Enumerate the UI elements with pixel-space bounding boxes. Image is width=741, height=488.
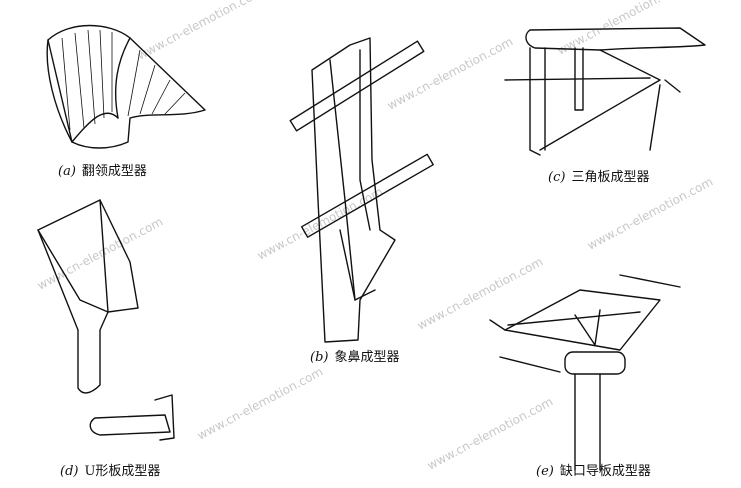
caption-a: (a) 翻领成型器 xyxy=(58,160,147,179)
caption-b: (b) 象鼻成型器 xyxy=(310,346,399,365)
watermark-layer: www.cn-elemotion.com www.cn-elemotion.co… xyxy=(35,0,715,473)
caption-b-letter: (b) xyxy=(310,350,329,365)
caption-d-label: U形板成型器 xyxy=(84,464,161,479)
caption-e: (e) 缺口导板成型器 xyxy=(536,460,651,479)
caption-b-label: 象鼻成型器 xyxy=(334,350,400,365)
caption-c-letter: (c) xyxy=(548,170,566,185)
triangle-former-drawing xyxy=(504,27,706,156)
watermark-2: www.cn-elemotion.com xyxy=(385,34,515,112)
notched-guide-former-drawing xyxy=(489,274,681,471)
caption-e-letter: (e) xyxy=(536,464,554,479)
trunk-former-drawing xyxy=(289,37,434,343)
watermark-7: www.cn-elemotion.com xyxy=(585,174,715,252)
watermark-4: www.cn-elemotion.com xyxy=(35,214,165,292)
caption-c: (c) 三角板成型器 xyxy=(548,166,649,185)
caption-a-letter: (a) xyxy=(58,164,76,179)
collar-former-drawing xyxy=(46,24,206,149)
caption-a-label: 翻领成型器 xyxy=(81,164,147,179)
u-plate-former-drawing xyxy=(37,199,175,441)
caption-d: (d) U形板成型器 xyxy=(60,460,160,479)
caption-c-label: 三角板成型器 xyxy=(571,170,650,185)
caption-e-label: 缺口导板成型器 xyxy=(559,464,651,479)
caption-d-letter: (d) xyxy=(60,464,79,479)
watermark-8: www.cn-elemotion.com xyxy=(195,364,325,442)
watermark-6: www.cn-elemotion.com xyxy=(415,254,545,332)
watermark-1: www.cn-elemotion.com xyxy=(135,0,265,63)
